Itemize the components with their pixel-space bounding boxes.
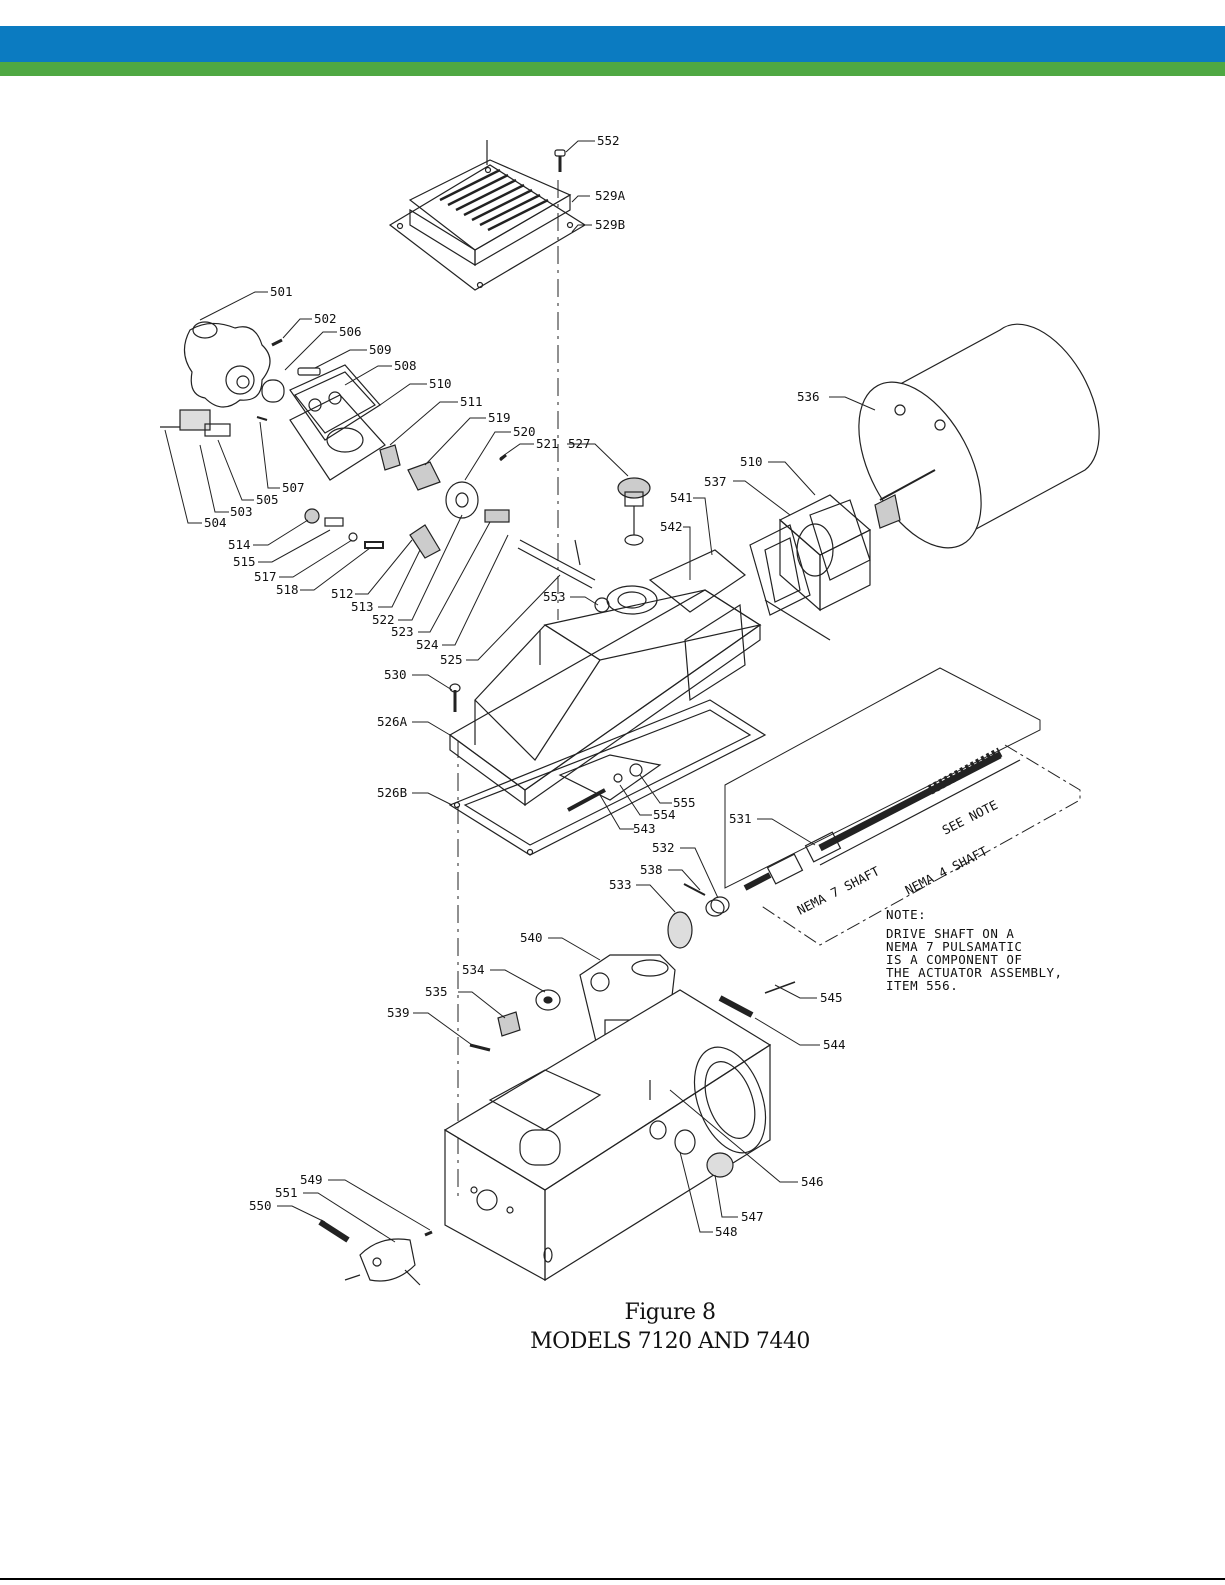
callout-label: 506 — [339, 324, 362, 339]
callout-label: 533 — [609, 877, 632, 892]
handwheel-assembly — [160, 321, 441, 559]
callout-label: 553 — [543, 589, 566, 604]
callout-label: 532 — [652, 840, 675, 855]
leader-lines — [164, 140, 876, 1243]
callout-label: 502 — [314, 311, 337, 326]
bracket-550 — [318, 1219, 433, 1286]
housing-526a — [448, 549, 762, 807]
screw-552 — [554, 149, 566, 172]
callout-label: 514 — [228, 537, 251, 552]
nema4-shaft-label: NEMA 4 SHAFT — [903, 843, 991, 898]
callout-label: 540 — [520, 930, 543, 945]
callout-label: 508 — [394, 358, 417, 373]
callout-label: 529A — [595, 188, 626, 203]
header-band-blue — [0, 26, 1225, 62]
callout-label: 511 — [460, 394, 483, 409]
callout-label: 527 — [568, 436, 591, 451]
motor-536 — [858, 323, 1100, 549]
callout-label: 548 — [715, 1224, 738, 1239]
callout-label: 504 — [204, 515, 227, 530]
note-heading: NOTE: — [886, 907, 927, 922]
callout-label: 525 — [440, 652, 463, 667]
callout-label: 521 — [536, 436, 559, 451]
callout-label: 520 — [513, 424, 536, 439]
note-line: THE ACTUATOR ASSEMBLY, — [886, 965, 1063, 980]
callout-label: 510 — [740, 454, 763, 469]
base-housing — [443, 989, 772, 1282]
note-line: ITEM 556. — [886, 978, 959, 993]
see-note-label: SEE NOTE — [940, 797, 1000, 838]
callout-label: 546 — [801, 1174, 824, 1189]
cover-plate-529a — [388, 140, 587, 291]
callout-label: 549 — [300, 1172, 323, 1187]
callout-label: 545 — [820, 990, 843, 1005]
callout-label: 544 — [823, 1037, 846, 1052]
gasket-526b — [448, 699, 767, 856]
drive-shaft-531 — [724, 667, 1081, 946]
callout-label: 536 — [797, 389, 820, 404]
callout-label: 529B — [595, 217, 625, 232]
header-band-green — [0, 62, 1225, 76]
callout-label: 519 — [488, 410, 511, 425]
callout-label: 534 — [462, 962, 485, 977]
shaft-parts — [407, 453, 596, 589]
callout-label: 524 — [416, 637, 439, 652]
callout-label: 513 — [351, 599, 374, 614]
note-line: IS A COMPONENT OF — [886, 952, 1023, 967]
callout-label: 552 — [597, 133, 620, 148]
callout-label: 517 — [254, 569, 277, 584]
callout-label: 530 — [384, 667, 407, 682]
callout-label: 501 — [270, 284, 293, 299]
callout-label: 539 — [387, 1005, 410, 1020]
fill-cap-527 — [617, 477, 651, 546]
figure-caption-subtitle: MODELS 7120 AND 7440 — [530, 1329, 810, 1354]
callout-label: 505 — [256, 492, 279, 507]
bolt-543 — [449, 683, 643, 812]
footer-rule — [0, 1578, 1225, 1580]
callout-label: 547 — [741, 1209, 764, 1224]
callout-label: 509 — [369, 342, 392, 357]
note-line: NEMA 7 PULSAMATIC — [886, 939, 1023, 954]
callout-label: 515 — [233, 554, 256, 569]
drive-shaft-note: NOTE: DRIVE SHAFT ON A NEMA 7 PULSAMATIC… — [886, 908, 1063, 992]
callout-label: 543 — [633, 821, 656, 836]
callout-label: 555 — [673, 795, 696, 810]
callout-label: 531 — [729, 811, 752, 826]
callout-label: 522 — [372, 612, 395, 627]
callout-label: 507 — [282, 480, 305, 495]
pin-544 — [718, 981, 796, 1018]
callout-label: 538 — [640, 862, 663, 877]
callout-labels: 552 529A 529B 501 502 506 509 508 510 51… — [204, 133, 846, 1239]
callout-label: 541 — [670, 490, 693, 505]
callout-label: 503 — [230, 504, 253, 519]
callout-label: 512 — [331, 586, 354, 601]
callout-label: 550 — [249, 1198, 272, 1213]
note-line: DRIVE SHAFT ON A — [886, 926, 1015, 941]
callout-label: 554 — [653, 807, 676, 822]
callout-label: 542 — [660, 519, 683, 534]
callout-label: 535 — [425, 984, 448, 999]
adapter-537 — [749, 494, 872, 616]
callout-label: 551 — [275, 1185, 298, 1200]
callout-label: 518 — [276, 582, 299, 597]
callout-label: 510 — [429, 376, 452, 391]
callout-label: 526B — [377, 785, 407, 800]
callout-label: 523 — [391, 624, 414, 639]
callout-label: 537 — [704, 474, 727, 489]
shaft-labels: SEE NOTE NEMA 7 SHAFT NEMA 4 SHAFT — [795, 797, 1000, 918]
gears-bearings — [469, 883, 730, 1052]
figure-caption-title: Figure 8 — [624, 1300, 716, 1325]
nema7-shaft-label: NEMA 7 SHAFT — [795, 863, 883, 918]
callout-label: 526A — [377, 714, 408, 729]
